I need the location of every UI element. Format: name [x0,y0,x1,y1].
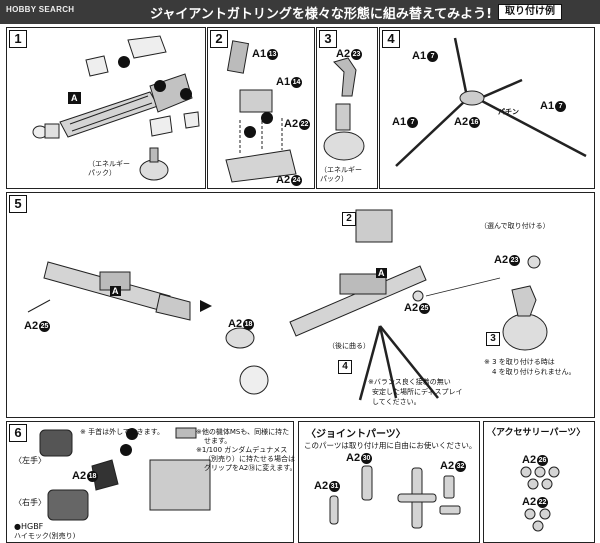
step5-display-note-1: ※バランス良く接着の無い [368,378,451,386]
step6-left-hand-label: 〈左手〉 [14,456,46,465]
step6-note-4: （別売り）に持たせる場合は [204,455,295,463]
step3-drawing [323,57,365,161]
step2-drawing [225,40,297,183]
step-4-panel [379,27,595,189]
step-4-number: 4 [382,30,400,48]
accessory-parts-title: 〈アクセサリーパーツ〉 [487,427,586,437]
joint-parts-drawing [329,465,461,529]
step5-bend-note: （後に曲る） [328,342,370,350]
brand-logo: HOBBY SEARCH [6,5,75,14]
step1-energy-pack-label: （エネルギー パック） [88,160,130,177]
energy-pack-drawing [139,147,169,181]
step-6-number: 6 [9,424,27,442]
header-bar: HOBBY SEARCH ジャイアントガトリングを様々な形態に組み替えてみよう!… [0,0,600,24]
step3-energy-pack-label: （エネルギー パック） [320,166,362,183]
joint-parts-title: 〈ジョイントパーツ〉 [306,429,406,440]
step6-hgbf-1: ●HGBF [14,522,44,531]
step-5-panel [6,192,595,418]
step5-tripod [358,325,439,401]
top-part-drawing [127,35,167,59]
step5-ref-3: 3 [486,332,500,346]
step-3-number: 3 [319,30,337,48]
step-2-panel [207,27,315,189]
step5-choose-note: （選んで取り付ける） [480,222,550,230]
example-tag: 取り付け例 [498,4,562,20]
step5-ref-4: 4 [338,360,352,374]
page-title: ジャイアントガトリングを様々な形態に組み替えてみよう! [150,7,493,22]
joint-parts-description: このパーツは取り付け用に自由にお使いください。 [304,441,477,450]
step5-combo-note-2: 4 を取り付けられません。 [492,368,576,376]
step-2-number: 2 [210,30,228,48]
step5-display-note-3: してください。 [372,398,421,406]
step-1-number: 1 [9,30,27,48]
step6-remove-hand-note: ※ 手首は外しておきます。 [80,428,164,436]
step6-hand-drawing [39,427,211,521]
step5-part-a-label: A [110,286,121,296]
step5-combo-note-1: ※ 3 を取り付ける時は [484,358,555,366]
step5-part-a-assembled: A [376,268,387,278]
step6-note-1: ※他の機体MSも、同様に持た [196,428,290,436]
step5-gatling-left [27,261,191,321]
step5-energy-pack-detail [425,255,548,351]
step5-arrow-icon [200,300,212,312]
step-5-number: 5 [9,195,27,213]
step4-click-label: パチン [498,108,519,116]
step6-hgbf-2: ハイモック(別売り) [14,532,76,540]
step6-note-3: ※1/100 ガンダムデュナメス [196,446,288,454]
step6-note-2: せます。 [204,437,232,445]
part-a-label: A [68,92,81,104]
step5-gatling-assembled [225,209,427,395]
accessory-parts-drawing [520,466,560,532]
step-3-panel [316,27,378,189]
step6-note-5: グリップをA2⑱に変えます。 [204,464,297,472]
step6-right-hand-label: 〈右手〉 [14,498,46,507]
step5-display-note-2: 安定した場所にディスプレイ [372,388,463,396]
step5-ref-2: 2 [342,212,356,226]
step-1-panel [6,27,206,189]
